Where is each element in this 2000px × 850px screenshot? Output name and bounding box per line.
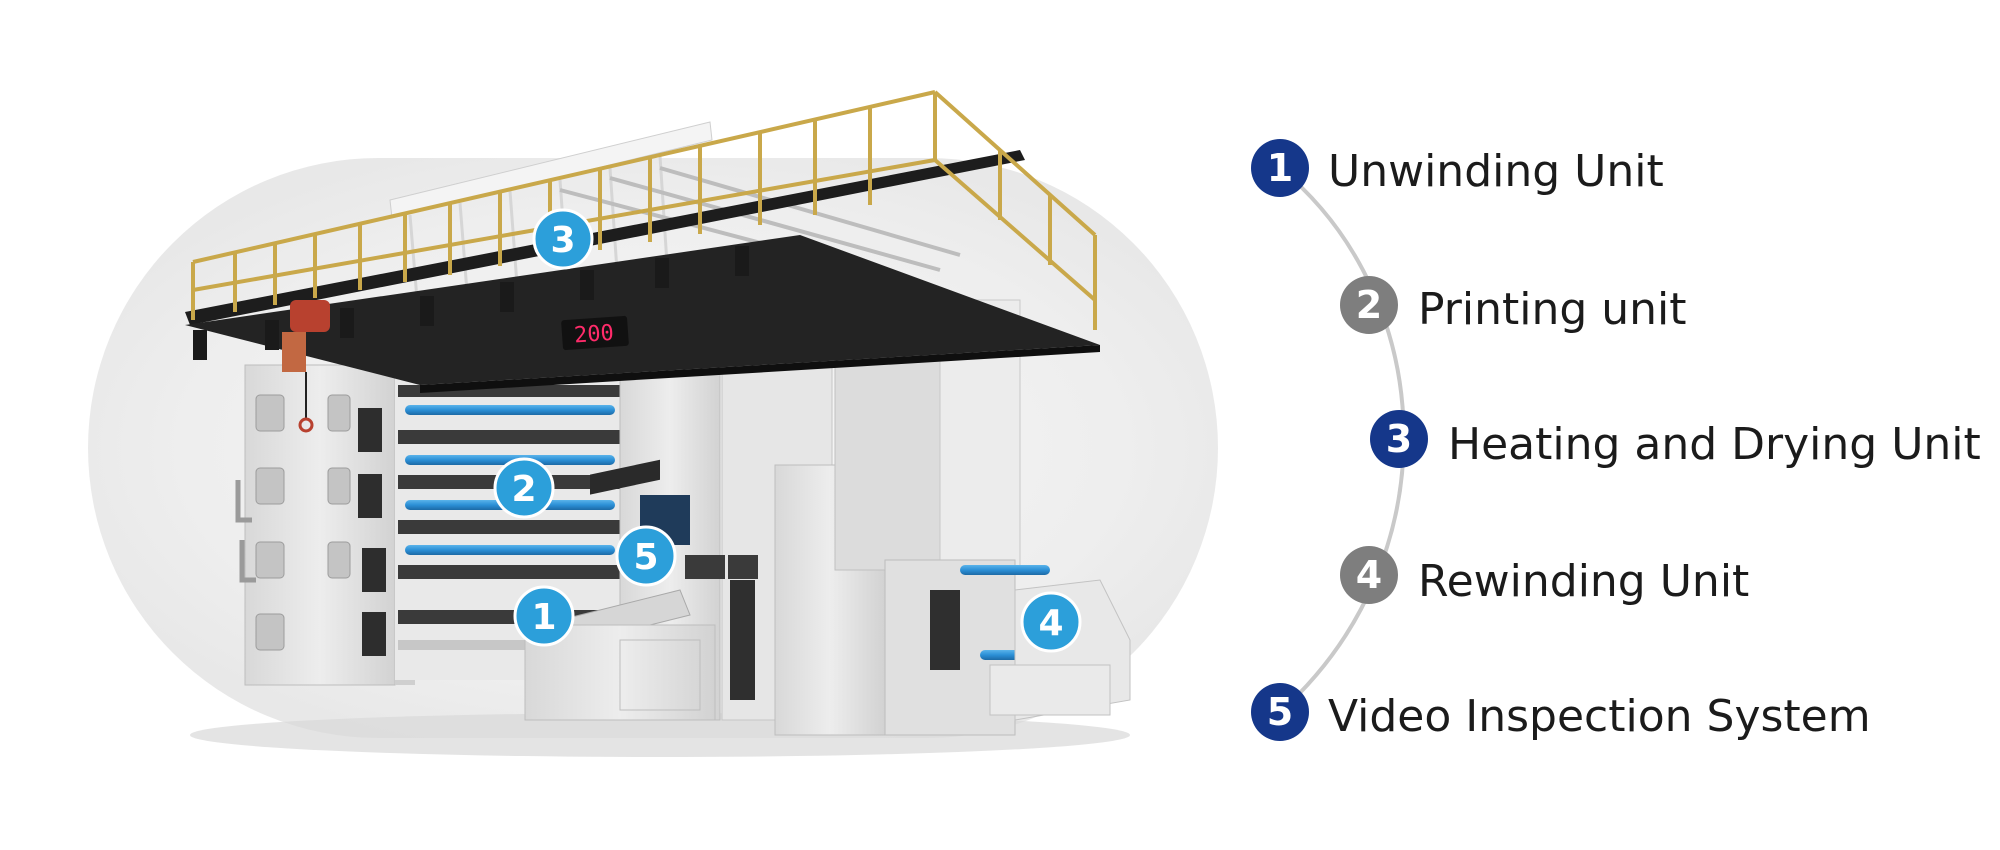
marker-4: 4 (1020, 591, 1082, 653)
legend-label: Rewinding Unit (1418, 556, 1750, 607)
marker-5: 5 (615, 525, 677, 587)
marker-number: 3 (550, 220, 575, 261)
speed-display-panel (561, 315, 629, 351)
left-tower (235, 364, 415, 686)
marker-2: 2 (493, 457, 555, 519)
machine-illustration: 200 3 2 5 1 4 (88, 90, 1218, 757)
legend-label: Video Inspection System (1328, 691, 1871, 742)
marker-number: 2 (511, 469, 536, 510)
marker-number: 1 (531, 597, 556, 638)
marker-number: 4 (1038, 603, 1063, 644)
legend-badge: 2 (1340, 276, 1398, 334)
legend-label: Heating and Drying Unit (1448, 419, 1981, 470)
marker-3: 3 (532, 208, 594, 270)
hoist (282, 300, 330, 433)
marker-number: 5 (633, 537, 658, 578)
legend-label: Unwinding Unit (1328, 146, 1664, 197)
legend-badge: 4 (1340, 546, 1398, 604)
legend-badge: 5 (1251, 683, 1309, 741)
legend-badge: 3 (1370, 410, 1428, 468)
right-section (774, 299, 1131, 736)
speed-display: 200 (573, 321, 614, 349)
legend-label: Printing unit (1418, 284, 1687, 335)
marker-1: 1 (513, 585, 575, 647)
legend-badge: 1 (1251, 139, 1309, 197)
